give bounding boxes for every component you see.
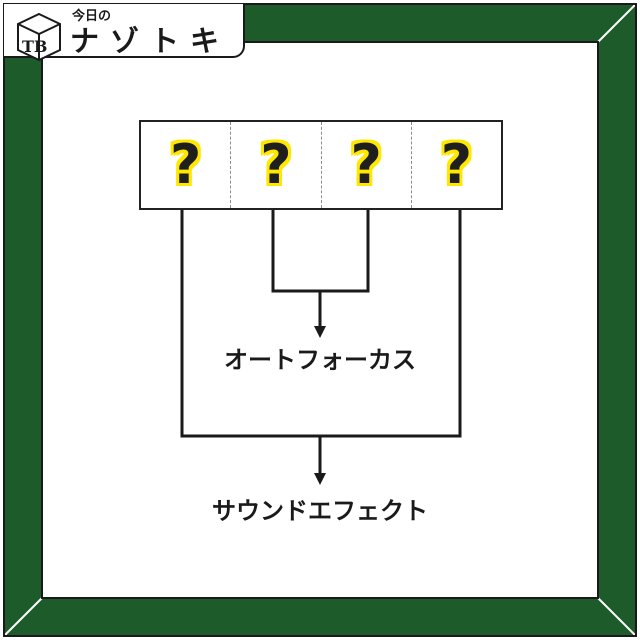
logo-letters: TB [22, 37, 47, 56]
frame-bevel-br [597, 597, 637, 637]
question-mark: ? [169, 133, 202, 196]
tb-cube-logo-icon: TB [17, 12, 61, 62]
frame-bevel-bl [3, 597, 43, 637]
clue-word-sound-effect: サウンドエフェクト [212, 497, 428, 525]
badge-title: ナゾトキ [70, 24, 231, 58]
answer-box-3: ? [322, 122, 412, 208]
frame-bevel-tr [597, 3, 637, 43]
answer-box-1: ? [141, 122, 232, 208]
title-badge: TB 今日の ナゾトキ [4, 4, 245, 62]
question-mark: ? [260, 133, 292, 196]
question-mark: ? [350, 133, 382, 196]
answer-box-4: ? [412, 122, 501, 208]
answer-box-2: ? [231, 122, 322, 208]
frame-outline [3, 3, 637, 637]
frame-inner-outline [41, 41, 599, 599]
answer-boxes: ? ? ? ? [139, 120, 503, 210]
question-mark: ? [440, 133, 473, 196]
badge-subtitle: 今日の [72, 9, 112, 24]
clue-word-autofocus: オートフォーカス [224, 346, 416, 374]
